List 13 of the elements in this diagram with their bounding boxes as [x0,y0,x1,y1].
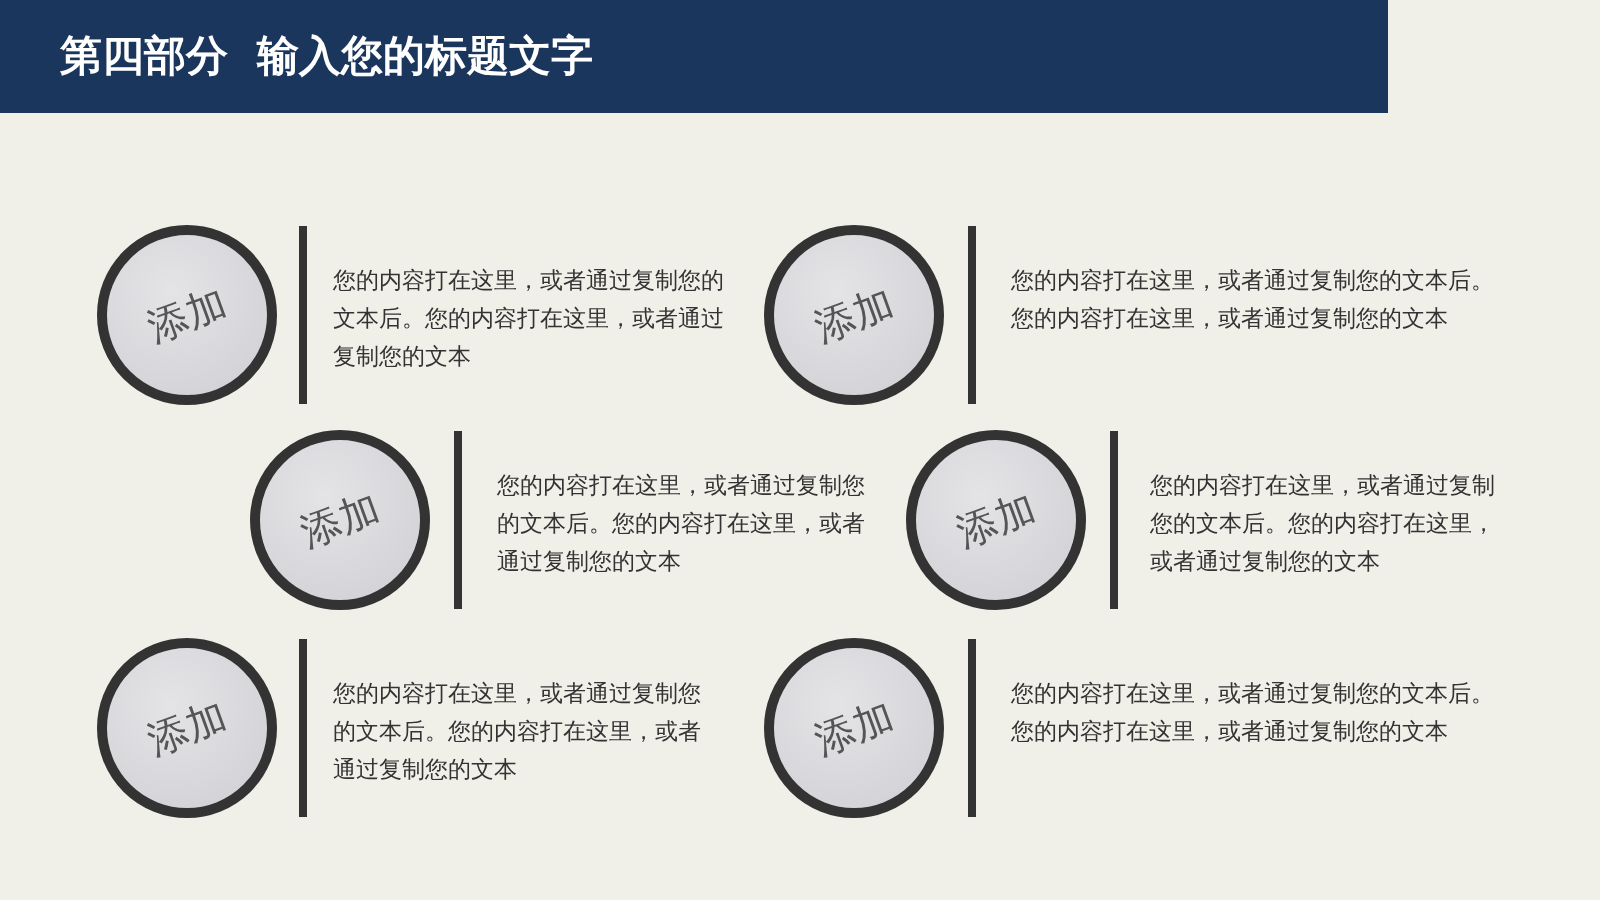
title: 第四部分 输入您的标题文字 [60,30,594,82]
description-text: 您的内容打在这里，或者通过复制您的文本后。您的内容打在这里，或者通过复制您的文本 [497,471,866,576]
description-text: 您的内容打在这里，或者通过复制您的文本后。您的内容打在这里，或者通过复制您的文本 [333,679,702,784]
circle-label: 添加 [949,483,1043,557]
circle-label: 添加 [807,691,901,765]
circle-label: 添加 [293,483,387,557]
description-text: 您的内容打在这里，或者通过复制您的文本后。您的内容打在这里，或者通过复制您的文本 [1011,266,1495,333]
description-text: 您的内容打在这里，或者通过复制您的文本后。您的内容打在这里，或者通过复制您的文本 [333,266,725,371]
circle-label: 添加 [807,278,901,352]
description-text: 您的内容打在这里，或者通过复制您的文本后。您的内容打在这里，或者通过复制您的文本 [1011,679,1495,746]
description-text: 您的内容打在这里，或者通过复制您的文本后。您的内容打在这里，或者通过复制您的文本 [1150,471,1496,576]
circle-label: 添加 [140,691,234,765]
circle-label: 添加 [140,278,234,352]
